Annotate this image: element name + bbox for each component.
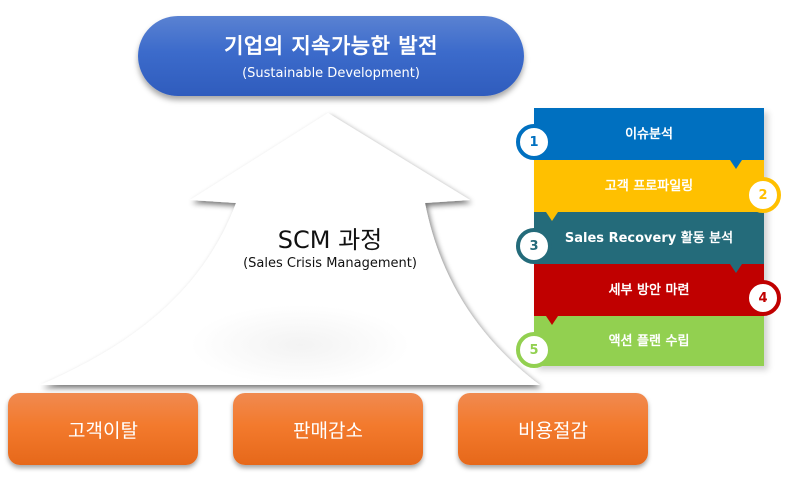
arrow-shape (40, 113, 540, 385)
cause-box: 비용절감 (458, 393, 648, 465)
step-number-badge: 2 (745, 177, 781, 213)
step-number-badge: 5 (516, 332, 552, 368)
process-subtitle: (Sales Crisis Management) (243, 256, 417, 271)
pointer-notch (730, 160, 742, 169)
step-number-badge: 1 (516, 124, 552, 160)
step-label: 이슈분석 (625, 126, 673, 142)
step-band-3: Sales Recovery 활동 분석 (534, 212, 764, 273)
step-label: 고객 프로파일링 (604, 178, 694, 194)
process-title: SCM 과정 (277, 226, 383, 254)
step-band-2: 고객 프로파일링 (534, 160, 764, 221)
step-number-badge: 3 (516, 228, 552, 264)
goal-banner: 기업의 지속가능한 발전 (Sustainable Development) (138, 16, 524, 96)
step-band-1: 이슈분석 (534, 108, 764, 169)
pointer-notch (546, 212, 558, 221)
step-band-4: 세부 방안 마련 (534, 264, 764, 325)
cause-box: 판매감소 (233, 393, 423, 465)
goal-title: 기업의 지속가능한 발전 (224, 34, 438, 58)
step-label: Sales Recovery 활동 분석 (564, 230, 734, 246)
step-number-badge: 4 (745, 280, 781, 316)
step-label: 액션 플랜 수립 (608, 333, 690, 349)
step-band-5: 액션 플랜 수립 (534, 316, 764, 366)
step-label: 세부 방안 마련 (608, 282, 690, 298)
pointer-notch (546, 316, 558, 325)
cause-box: 고객이탈 (8, 393, 198, 465)
pointer-notch (730, 264, 742, 273)
goal-subtitle: (Sustainable Development) (242, 66, 420, 81)
